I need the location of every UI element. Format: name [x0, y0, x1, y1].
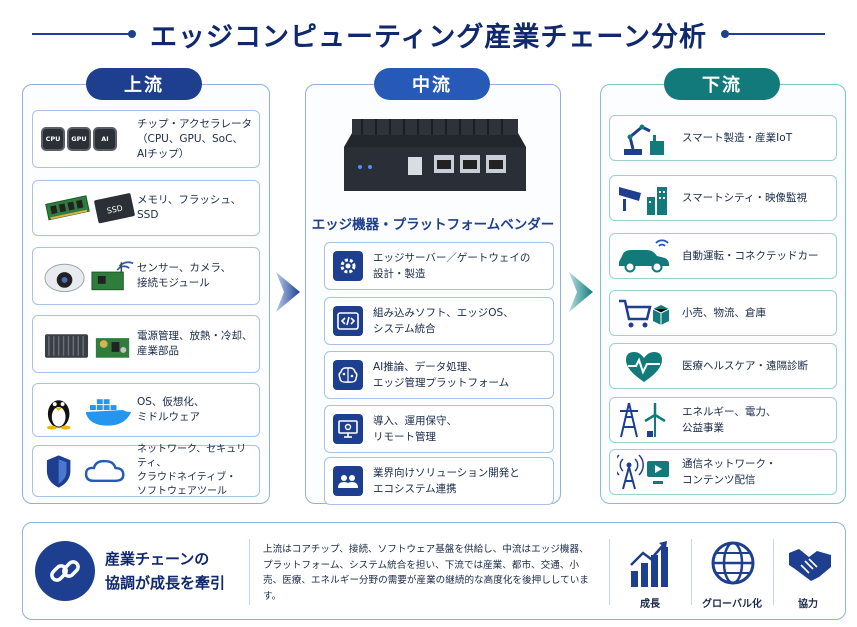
downstream-label: 下流 — [664, 68, 780, 100]
stat-growth: 成長 — [617, 537, 683, 610]
robot-arm-icon — [610, 116, 678, 160]
svg-text:SSD: SSD — [106, 204, 123, 216]
handshake-icon — [789, 549, 831, 581]
midstream-subtitle: エッジ機器・プラットフォームベンダー — [311, 217, 555, 233]
downstream-item: 小売、物流、倉庫 — [609, 290, 837, 336]
monitor-gear-icon — [333, 414, 363, 444]
downstream-item-label: 医療ヘルスケア・遠隔診断 — [682, 360, 808, 372]
stat-global: グローバル化 — [699, 537, 765, 610]
upstream-item-label: ネットワーク、セキュリティ、 クラウドネイティブ・ ソフトウェアツール — [137, 444, 247, 497]
divider — [691, 539, 692, 605]
power-cooling-icon — [33, 316, 137, 372]
midstream-item-label: 業界向けソリューション開発と エコシステム連携 — [373, 467, 520, 495]
downstream-item: スマート製造・産業IoT — [609, 115, 837, 161]
midstream-item-label: 組み込みソフト、エッジOS、 システム統合 — [373, 307, 514, 335]
midstream-item: 組み込みソフト、エッジOS、 システム統合 — [324, 297, 554, 345]
upstream-item-label: OS、仮想化、 ミドルウェア — [137, 396, 205, 423]
tower-wind-icon — [610, 398, 678, 442]
downstream-item: 自動運転・コネクテッドカー — [609, 233, 837, 279]
cart-box-icon — [610, 291, 678, 335]
code-icon — [333, 306, 363, 336]
camera-sensor-icon — [33, 248, 137, 304]
linux-docker-icon — [33, 384, 137, 436]
downstream-item-label: スマート製造・産業IoT — [682, 132, 793, 144]
upstream-item-label: メモリ、フラッシュ、SSD — [137, 194, 242, 221]
upstream-item-chips: CPU GPU AI チップ・アクセラレータ （CPU、GPU、SoC、 AIチ… — [32, 110, 260, 168]
midstream-label: 中流 — [374, 68, 490, 100]
cctv-city-icon — [610, 176, 678, 220]
antenna-video-icon — [610, 450, 678, 494]
midstream-item-label: 導入、運用保守、 リモート管理 — [373, 415, 457, 443]
upstream-item-power: 電源管理、放熱・冷却、 産業部品 — [32, 315, 260, 373]
upstream-item-network: ネットワーク、セキュリティ、 クラウドネイティブ・ ソフトウェアツール — [32, 444, 260, 497]
people-icon — [333, 466, 363, 496]
upstream-item-sensors: センサー、カメラ、 接続モジュール — [32, 247, 260, 305]
connected-car-icon — [610, 234, 678, 278]
midstream-item-label: AI推論、データ処理、 エッジ管理プラットフォーム — [373, 361, 510, 389]
summary-panel: 産業チェーンの 協調が成長を牽引 上流はコアチップ、接続、ソフトウェア基盤を供給… — [22, 522, 846, 620]
downstream-item-label: 通信ネットワーク・ コンテンツ配信 — [682, 458, 777, 486]
upstream-column: CPU GPU AI チップ・アクセラレータ （CPU、GPU、SoC、 AIチ… — [22, 84, 270, 504]
shield-cloud-icon — [33, 446, 137, 496]
title-divider-right — [721, 30, 826, 38]
edge-device-image — [344, 119, 526, 191]
link-chain-icon — [35, 541, 95, 601]
midstream-item: 業界向けソリューション開発と エコシステム連携 — [324, 457, 554, 505]
downstream-item-label: スマートシティ・映像監視 — [682, 192, 808, 204]
summary-heading: 産業チェーンの 協調が成長を牽引 — [105, 550, 226, 592]
summary-body: 上流はコアチップ、接続、ソフトウェア基盤を供給し、中流はエッジ機器、プラットフォ… — [263, 544, 589, 602]
upstream-item-memory: SSD メモリ、フラッシュ、SSD — [32, 180, 260, 236]
downstream-item-label: 小売、物流、倉庫 — [682, 307, 766, 319]
stat-label: グローバル化 — [702, 599, 762, 610]
midstream-item-label: エッジサーバー／ゲートウェイの 設計・製造 — [373, 252, 531, 280]
midstream-column: エッジ機器・プラットフォームベンダー エッジサーバー／ゲートウェイの 設計・製造… — [305, 84, 561, 505]
downstream-item: スマートシティ・映像監視 — [609, 175, 837, 221]
downstream-column: スマート製造・産業IoT スマートシティ・映像監視 自動運転・コネクテッドカー … — [600, 84, 846, 504]
heart-pulse-icon — [610, 344, 678, 388]
brain-icon — [333, 360, 363, 390]
midstream-item: AI推論、データ処理、 エッジ管理プラットフォーム — [324, 351, 554, 399]
midstream-item: 導入、運用保守、 リモート管理 — [324, 405, 554, 453]
flow-arrow-right-icon — [276, 272, 300, 312]
chip-icon: CPU GPU AI — [33, 111, 137, 167]
downstream-item-label: 自動運転・コネクテッドカー — [682, 250, 819, 262]
stat-label: 成長 — [640, 599, 660, 610]
growth-chart-icon — [630, 541, 668, 587]
memory-ssd-icon: SSD — [33, 181, 137, 235]
divider — [773, 539, 774, 605]
flow-arrow-right-icon — [569, 272, 593, 312]
upstream-item-label: チップ・アクセラレータ （CPU、GPU、SoC、 AIチップ） — [137, 117, 252, 160]
stat-cooperation: 協力 — [775, 537, 841, 610]
divider — [609, 539, 610, 605]
globe-icon — [711, 541, 755, 585]
downstream-item: エネルギー、電力、 公益事業 — [609, 397, 837, 443]
downstream-item-label: エネルギー、電力、 公益事業 — [682, 406, 777, 434]
midstream-item: エッジサーバー／ゲートウェイの 設計・製造 — [324, 242, 554, 290]
title-row: エッジコンピューティング産業チェーン分析 — [0, 12, 857, 56]
upstream-item-label: 電源管理、放熱・冷却、 産業部品 — [137, 330, 253, 357]
title-divider-left — [31, 30, 136, 38]
downstream-item: 通信ネットワーク・ コンテンツ配信 — [609, 449, 837, 495]
downstream-item: 医療ヘルスケア・遠隔診断 — [609, 343, 837, 389]
upstream-item-label: センサー、カメラ、 接続モジュール — [137, 262, 232, 289]
divider — [249, 539, 250, 605]
page-title: エッジコンピューティング産業チェーン分析 — [149, 21, 708, 53]
stat-label: 協力 — [798, 599, 818, 610]
gear-icon — [333, 251, 363, 281]
upstream-item-os: OS、仮想化、 ミドルウェア — [32, 383, 260, 437]
upstream-label: 上流 — [86, 68, 202, 100]
